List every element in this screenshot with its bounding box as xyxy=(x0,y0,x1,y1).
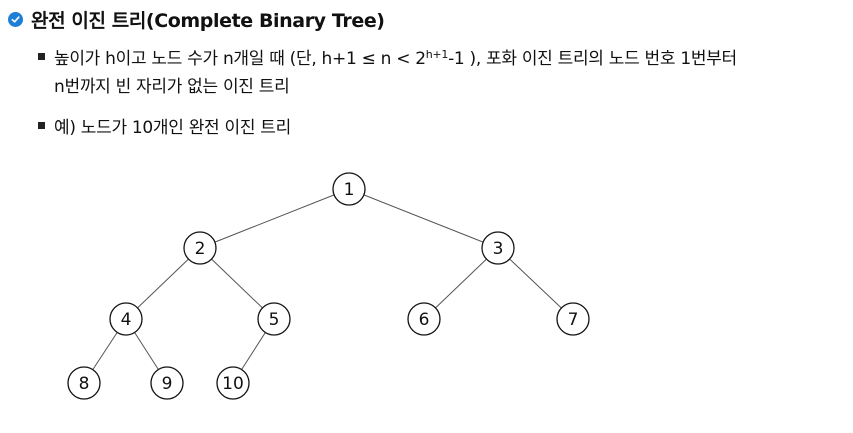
section-header: 완전 이진 트리(Complete Binary Tree) xyxy=(8,6,385,33)
tree-node-9: 9 xyxy=(150,366,184,400)
tree-node-4: 4 xyxy=(109,302,143,336)
tree-node-6: 6 xyxy=(407,302,441,336)
node-circle xyxy=(150,366,184,400)
definition-text: 높이가 h이고 노드 수가 n개일 때 (단, h+1 ≤ n < 2h+1-1… xyxy=(54,45,737,101)
node-circle xyxy=(183,231,217,265)
tree-node-2: 2 xyxy=(183,231,217,265)
node-circle xyxy=(407,302,441,336)
edge-3-7 xyxy=(509,258,562,309)
node-label: 9 xyxy=(162,374,173,394)
section-title: 완전 이진 트리(Complete Binary Tree) xyxy=(31,10,385,32)
node-label: 1 xyxy=(344,180,355,200)
node-label: 4 xyxy=(121,310,132,330)
node-circle xyxy=(67,366,101,400)
edge-2-5 xyxy=(211,258,263,309)
definition-part2: -1 ), 포화 이진 트리의 노드 번호 1번부터 xyxy=(448,49,737,69)
node-label: 6 xyxy=(419,310,430,330)
edge-4-9 xyxy=(134,332,159,370)
tree-nodes: 1 2 3 4 5 6 7 8 9 10 xyxy=(67,172,590,400)
tree-node-1: 1 xyxy=(332,172,366,206)
check-circle-icon xyxy=(8,12,23,27)
node-circle xyxy=(481,231,515,265)
node-circle xyxy=(556,302,590,336)
edge-1-2 xyxy=(214,194,335,243)
node-circle xyxy=(216,366,250,400)
node-label: 3 xyxy=(493,239,504,259)
node-circle xyxy=(332,172,366,206)
example-text: 예) 노드가 10개인 완전 이진 트리 xyxy=(54,118,291,138)
node-label: 8 xyxy=(79,374,90,394)
node-label: 10 xyxy=(222,374,244,394)
definition-line2: n번까지 빈 자리가 없는 이진 트리 xyxy=(54,77,290,97)
edge-4-8 xyxy=(92,332,118,370)
edge-1-3 xyxy=(363,194,484,243)
square-bullet-icon xyxy=(38,122,45,129)
node-circle xyxy=(257,302,291,336)
tree-node-8: 8 xyxy=(67,366,101,400)
node-label: 2 xyxy=(195,239,206,259)
tree-node-3: 3 xyxy=(481,231,515,265)
tree-node-7: 7 xyxy=(556,302,590,336)
edge-5-10 xyxy=(241,332,266,370)
definition-part1: 높이가 h이고 노드 수가 n개일 때 (단, h+1 ≤ n < 2 xyxy=(54,49,426,69)
edge-2-4 xyxy=(137,258,189,309)
definition-bullet: 높이가 h이고 노드 수가 n개일 때 (단, h+1 ≤ n < 2h+1-1… xyxy=(38,45,848,101)
tree-node-5: 5 xyxy=(257,302,291,336)
node-label: 7 xyxy=(568,310,579,330)
edge-3-6 xyxy=(435,258,487,309)
node-label: 5 xyxy=(269,310,280,330)
square-bullet-icon xyxy=(38,53,45,60)
definition-exponent: h+1 xyxy=(425,48,449,61)
example-bullet: 예) 노드가 10개인 완전 이진 트리 xyxy=(38,114,291,142)
node-circle xyxy=(109,302,143,336)
tree-edges xyxy=(92,194,562,370)
tree-node-10: 10 xyxy=(216,366,250,400)
